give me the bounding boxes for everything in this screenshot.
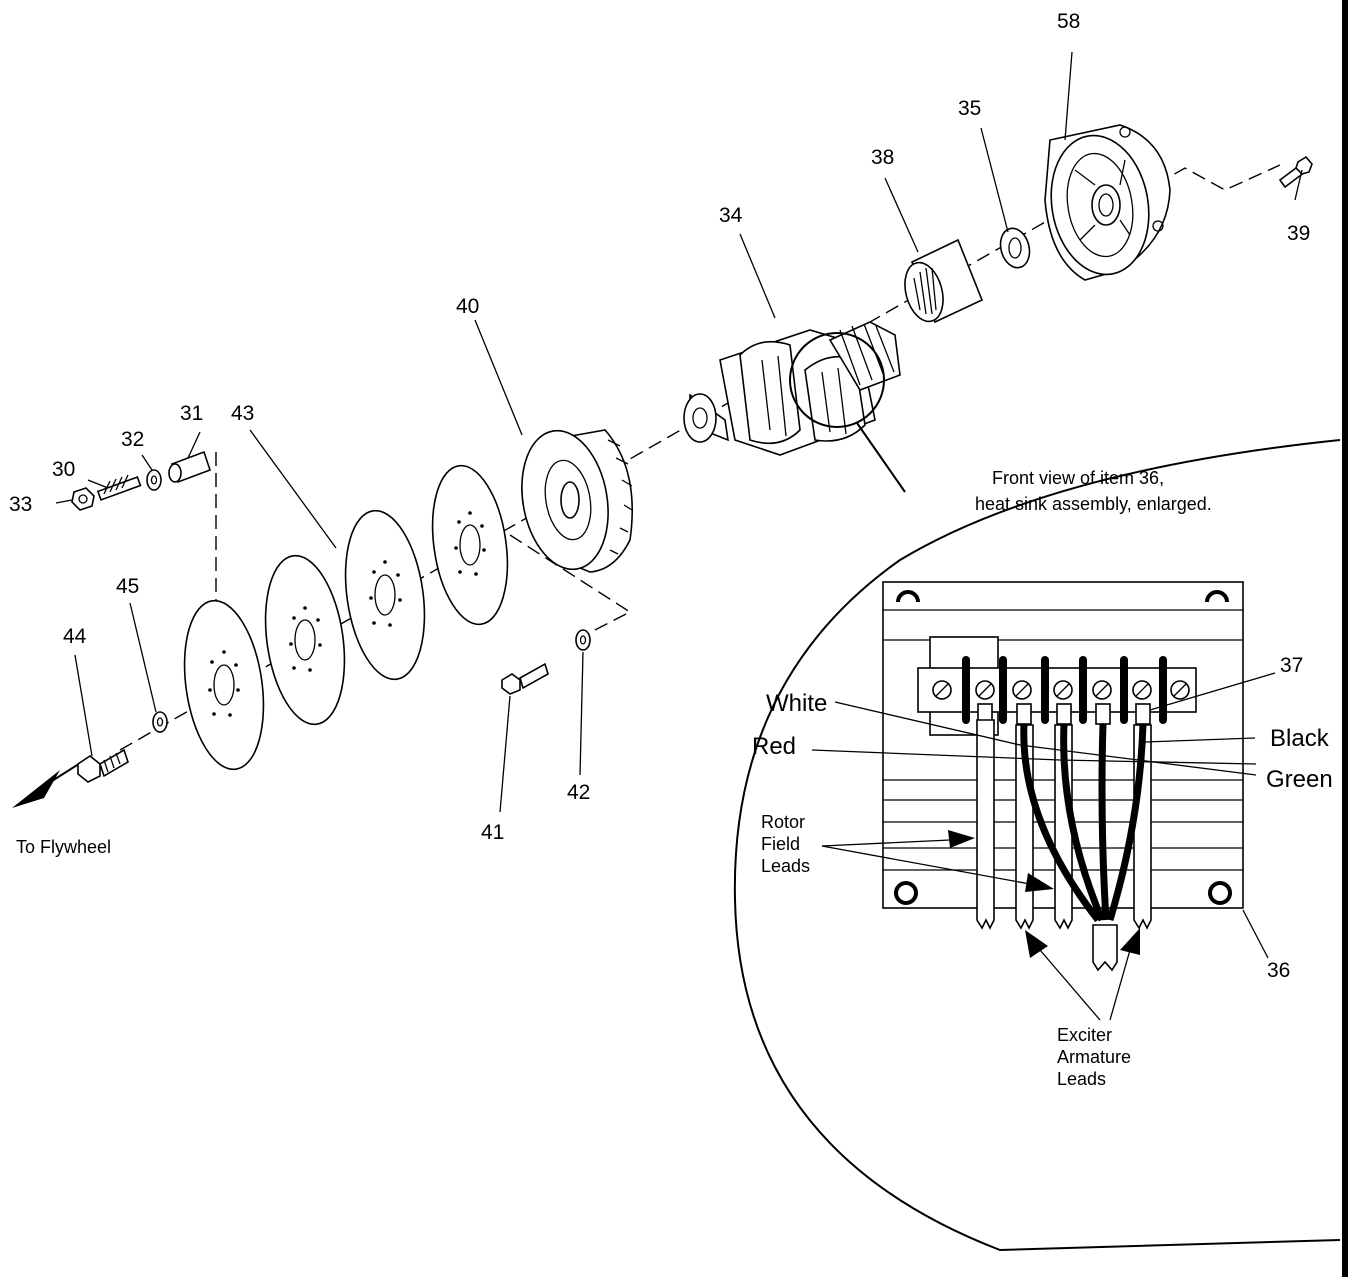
detail-caption-line2: heat sink assembly, enlarged. (975, 494, 1212, 514)
part-43-drive-disc-4 (431, 464, 509, 626)
rotor-field-leads-callout: Rotor Field Leads (761, 812, 1054, 892)
label-42: 42 (567, 781, 590, 804)
label-34: 34 (719, 204, 743, 227)
exciter-leads-callout: Exciter Armature Leads (1025, 928, 1140, 1089)
to-flywheel-arrow (12, 759, 86, 808)
exciter-armature-leads (1020, 723, 1147, 972)
part-45-washer (152, 711, 168, 733)
part-34-rotor (683, 321, 901, 456)
part-30-stud (96, 474, 142, 501)
wire-color-callouts: White Red Black Green (752, 672, 1333, 793)
label-58: 58 (1057, 10, 1080, 33)
label-35: 35 (958, 97, 981, 120)
wire-label-white: White (766, 690, 827, 717)
rotor-leads-line1: Rotor (761, 812, 805, 832)
label-31: 31 (180, 402, 203, 425)
detail-caption-line1: Front view of item 36, (992, 468, 1164, 488)
wire-label-red: Red (752, 733, 796, 760)
part-38-exciter-armature (904, 238, 984, 324)
label-37: 37 (1280, 654, 1303, 677)
part-31-spacer (168, 450, 212, 484)
label-30: 30 (52, 458, 75, 481)
part-35-bearing (999, 227, 1031, 269)
rotor-leads-line2: Field (761, 834, 800, 854)
label-41: 41 (481, 821, 504, 844)
exciter-leads-line2: Armature (1057, 1047, 1131, 1067)
label-33: 33 (9, 493, 32, 516)
part-43-drive-disc-2 (264, 554, 346, 726)
detail-view-boundary (733, 439, 1341, 1252)
detail-callout-leader (856, 422, 906, 493)
label-45: 45 (116, 575, 139, 598)
part-43-drive-disc-1 (183, 599, 265, 771)
label-44: 44 (63, 625, 87, 648)
detail-callout-circle (789, 332, 885, 428)
part-41-bolt (501, 662, 549, 695)
part-40-fan (521, 429, 633, 573)
exciter-leads-line1: Exciter (1057, 1025, 1112, 1045)
label-36: 36 (1267, 959, 1290, 982)
leader-lines (55, 51, 1303, 813)
part-43-drive-disc-3 (344, 509, 426, 681)
to-flywheel-label: To Flywheel (16, 837, 111, 857)
label-39: 39 (1287, 222, 1310, 245)
rotor-leads-line3: Leads (761, 856, 810, 876)
part-32-washer (146, 469, 162, 491)
part-39-bolt (1278, 155, 1313, 189)
leader-36 (1242, 909, 1269, 959)
label-43: 43 (231, 402, 254, 425)
wire-label-green: Green (1266, 766, 1333, 793)
label-40: 40 (456, 295, 479, 318)
part-58-end-bracket (1044, 124, 1171, 281)
part-42-washer (575, 629, 591, 651)
part-number-labels: 58 35 38 34 39 40 31 43 32 30 33 45 44 4… (9, 10, 1310, 982)
wire-label-black: Black (1270, 725, 1330, 752)
label-32: 32 (121, 428, 144, 451)
exciter-leads-line3: Leads (1057, 1069, 1106, 1089)
label-38: 38 (871, 146, 894, 169)
part-44-bolt (77, 748, 129, 783)
part-33-nut (71, 487, 95, 511)
